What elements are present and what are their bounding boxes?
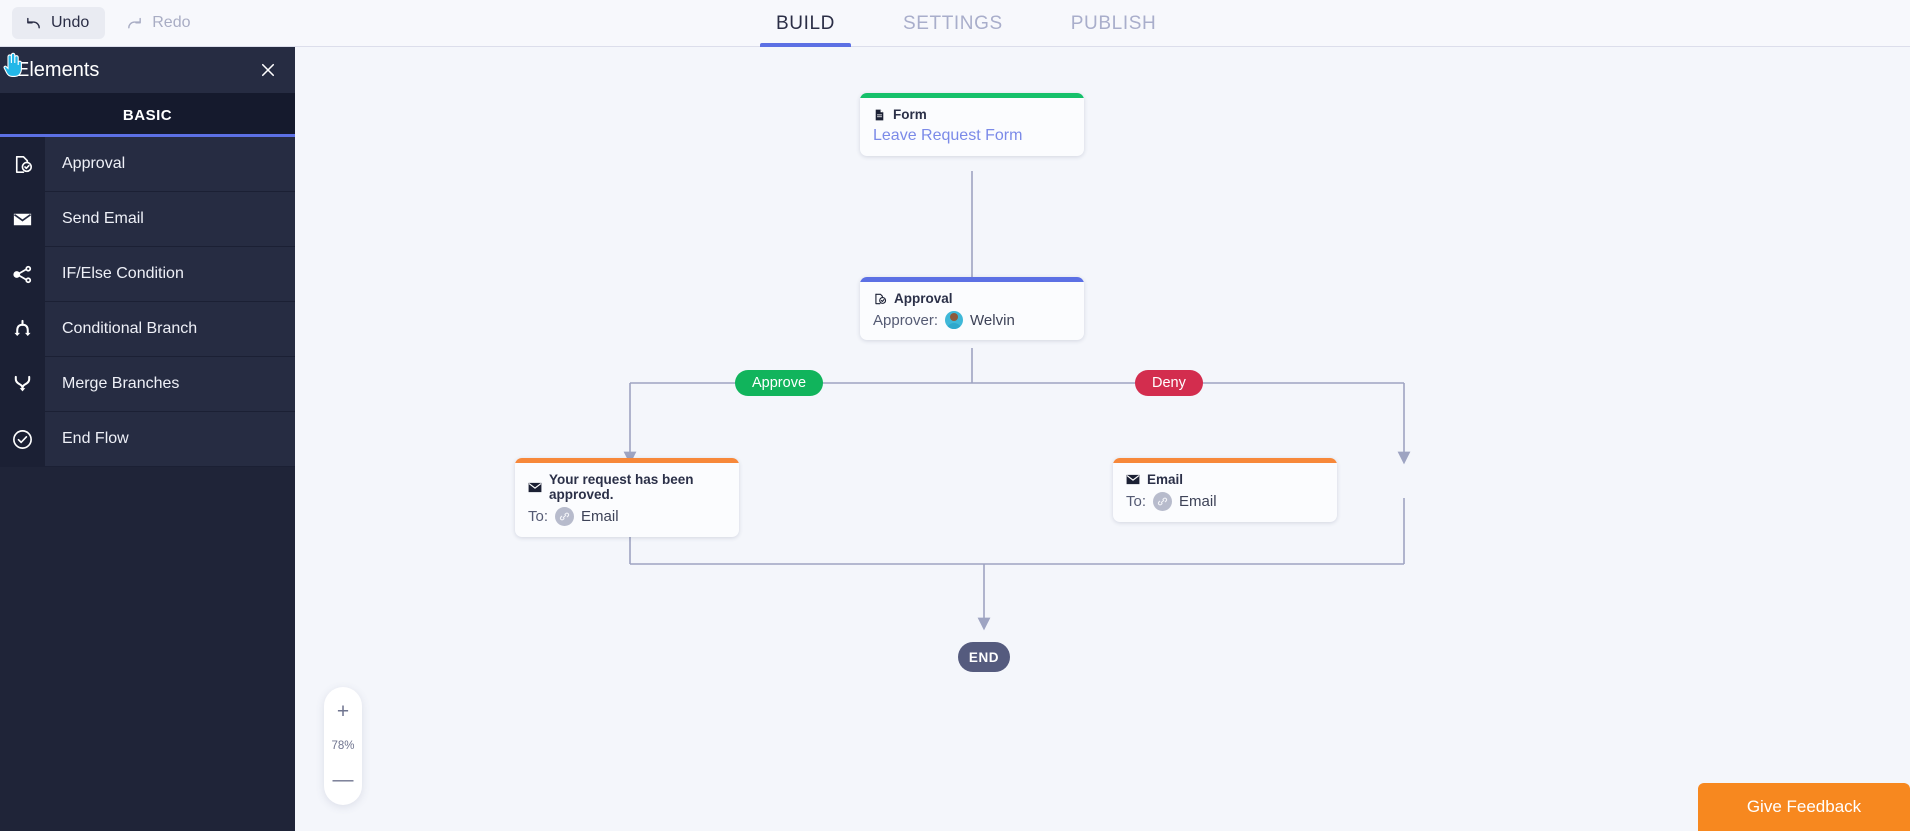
merge-icon [0, 356, 45, 412]
link-icon [555, 507, 575, 526]
recipient-row: To: Email [1126, 492, 1324, 511]
check-circle-icon [0, 411, 45, 467]
recipient-row: To: Email [528, 507, 726, 526]
approver-name: Welvin [970, 311, 1015, 329]
undo-icon [25, 15, 42, 32]
tab-build[interactable]: BUILD [742, 0, 869, 47]
node-approval[interactable]: Approval Approver: Welvin [860, 277, 1084, 340]
element-label: Merge Branches [62, 375, 180, 392]
node-type-row: Form [873, 107, 1071, 122]
zoom-level-value: 78% [331, 740, 355, 752]
tab-publish[interactable]: PUBLISH [1070, 12, 1157, 34]
redo-button[interactable]: Redo [113, 7, 206, 39]
element-label: Send Email [62, 210, 144, 227]
branch-label-approve[interactable]: Approve [735, 370, 824, 396]
hand-cursor-icon [2, 52, 24, 78]
approval-icon [0, 136, 45, 192]
node-body: Form Leave Request Form [860, 98, 1084, 156]
element-label: Conditional Branch [62, 320, 198, 337]
elements-panel-header: Elements [0, 47, 295, 93]
element-approval[interactable]: Approval [0, 136, 295, 192]
zoom-in-button[interactable]: + [336, 700, 350, 723]
main-tabs: BUILD SETTINGS PUBLISH [742, 0, 1190, 47]
element-label: IF/Else Condition [62, 265, 184, 282]
element-label: Approval [62, 155, 126, 172]
element-end-flow[interactable]: End Flow [0, 411, 295, 467]
node-type-label: Your request has been approved. [549, 472, 694, 502]
node-email-denied[interactable]: Email To: Email [1113, 458, 1337, 522]
node-accent-bar [515, 458, 739, 463]
element-label: End Flow [62, 430, 129, 447]
approval-icon [873, 292, 887, 306]
envelope-icon [1126, 474, 1140, 485]
node-type-row: Email [1126, 472, 1324, 487]
close-icon[interactable] [259, 61, 277, 79]
envelope-icon [528, 482, 542, 493]
branch-icon [0, 301, 45, 357]
node-type-row: Your request has been approved. [528, 472, 726, 502]
element-if-else-condition[interactable]: IF/Else Condition [0, 246, 295, 302]
node-type-label: Email [1147, 472, 1184, 487]
node-email-approved[interactable]: Your request has been approved. To: Emai… [515, 458, 739, 537]
envelope-icon [0, 191, 45, 247]
redo-icon [126, 15, 143, 32]
zoom-out-button[interactable]: — [332, 768, 354, 791]
undo-label: Undo [51, 14, 90, 31]
top-bar: Undo Redo BUILD SETTINGS PUBLISH [0, 0, 1910, 47]
history-controls: Undo Redo [12, 7, 207, 39]
node-body: Your request has been approved. To: Emai… [515, 463, 739, 537]
branch-label-deny[interactable]: Deny [1135, 370, 1203, 396]
panel-title: Elements [16, 58, 100, 81]
recipient-name: Email [1179, 493, 1217, 510]
recipient-field-label: To: [528, 508, 549, 525]
element-merge-branches[interactable]: Merge Branches [0, 356, 295, 412]
give-feedback-button[interactable]: Give Feedback [1698, 783, 1910, 831]
element-send-email[interactable]: Send Email [0, 191, 295, 247]
element-conditional-branch[interactable]: Conditional Branch [0, 301, 295, 357]
node-form[interactable]: Form Leave Request Form [860, 93, 1084, 156]
flow-canvas[interactable]: Form Leave Request Form Approval Approve… [295, 47, 1910, 831]
elements-list: Approval Send Email IF/Else Condition [0, 136, 295, 467]
link-icon [1153, 492, 1173, 511]
node-accent-bar [860, 277, 1084, 282]
node-body: Approval Approver: Welvin [860, 282, 1084, 340]
node-accent-bar [860, 93, 1084, 98]
panel-category-tabs: BASIC [0, 93, 295, 137]
flow-connectors [623, 171, 1411, 631]
redo-label: Redo [152, 14, 191, 31]
zoom-controls: + 78% — [324, 687, 362, 805]
node-body: Email To: Email [1113, 463, 1337, 522]
recipient-name: Email [581, 508, 619, 525]
approver-row: Approver: Welvin [873, 311, 1071, 329]
tab-settings[interactable]: SETTINGS [902, 12, 1003, 34]
node-type-label: Approval [894, 291, 953, 306]
elements-panel: Elements BASIC Approval [0, 47, 295, 831]
approver-field-label: Approver: [873, 311, 939, 329]
node-accent-bar [1113, 458, 1337, 463]
document-icon [873, 108, 886, 122]
recipient-field-label: To: [1126, 493, 1147, 510]
form-name[interactable]: Leave Request Form [873, 127, 1023, 144]
node-end[interactable]: END [958, 642, 1010, 672]
tab-basic[interactable]: BASIC [122, 106, 173, 124]
node-type-row: Approval [873, 291, 1071, 306]
avatar [945, 311, 964, 329]
node-type-label: Form [893, 107, 927, 122]
condition-icon [0, 246, 45, 302]
undo-button[interactable]: Undo [12, 7, 106, 39]
